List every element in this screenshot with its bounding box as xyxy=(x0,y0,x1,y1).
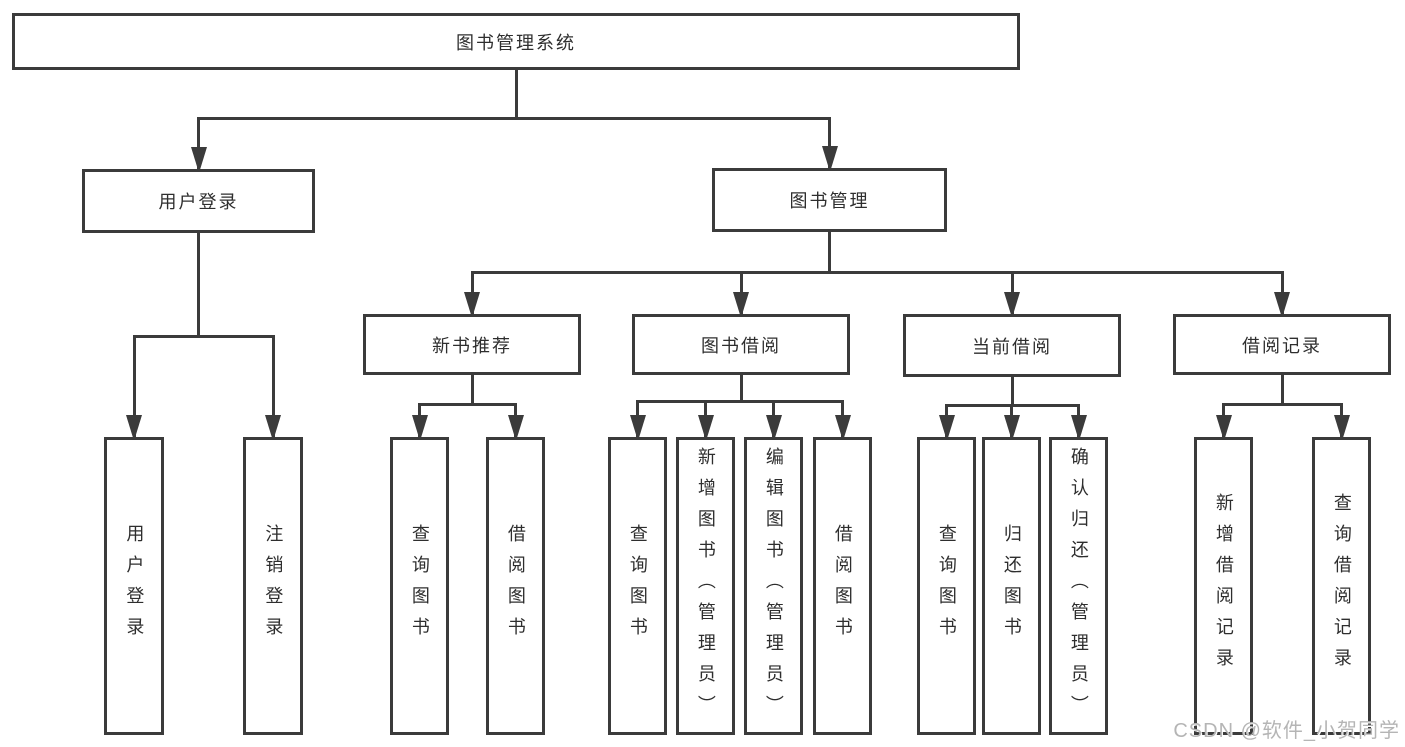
node-leaf-confirm-return: 确认归还（管理员） xyxy=(1049,437,1108,735)
node-leaf-query-book-3-label: 查询图书 xyxy=(936,524,957,648)
node-leaf-edit-book-label: 编辑图书（管理员） xyxy=(763,446,784,726)
node-leaf-query-book-1: 查询图书 xyxy=(390,437,449,735)
node-leaf-return-book-label: 归还图书 xyxy=(1001,524,1022,648)
node-root-label: 图书管理系统 xyxy=(456,32,576,53)
node-leaf-logout-label: 注销登录 xyxy=(263,524,284,648)
node-leaf-edit-book: 编辑图书（管理员） xyxy=(744,437,803,735)
node-user-login: 用户登录 xyxy=(82,169,315,233)
node-leaf-query-borrow-record: 查询借阅记录 xyxy=(1312,437,1371,735)
node-leaf-borrow-book-1-label: 借阅图书 xyxy=(505,524,526,648)
node-leaf-user-login: 用户登录 xyxy=(104,437,164,735)
node-leaf-add-book-label: 新增图书（管理员） xyxy=(695,446,716,726)
connector-line xyxy=(739,375,743,401)
arrow-down-icon xyxy=(765,415,782,441)
arrow-down-icon xyxy=(1003,415,1020,441)
arrow-down-icon xyxy=(1274,292,1290,318)
node-current-borrow-label: 当前借阅 xyxy=(972,336,1052,357)
node-book-borrow: 图书借阅 xyxy=(632,314,850,375)
arrow-down-icon xyxy=(464,292,480,318)
node-root: 图书管理系统 xyxy=(12,13,1020,70)
connector-line xyxy=(1010,377,1014,405)
arrow-down-icon xyxy=(938,415,955,441)
arrow-down-icon xyxy=(190,147,207,173)
node-borrow-records: 借阅记录 xyxy=(1173,314,1391,375)
connector-line xyxy=(470,270,1284,274)
connector-line xyxy=(828,118,831,168)
arrow-down-icon xyxy=(411,415,428,441)
node-book-mgmt-label: 图书管理 xyxy=(789,191,870,211)
connector-line xyxy=(470,375,474,404)
connector-line xyxy=(132,334,275,338)
node-borrow-records-label: 借阅记录 xyxy=(1242,335,1322,356)
node-book-mgmt: 图书管理 xyxy=(712,168,947,232)
node-leaf-query-borrow-record-label: 查询借阅记录 xyxy=(1331,493,1352,679)
connector-line xyxy=(197,233,200,336)
node-leaf-logout: 注销登录 xyxy=(243,437,303,735)
arrow-down-icon xyxy=(1004,292,1020,318)
arrow-down-icon xyxy=(1333,415,1350,441)
node-user-login-label: 用户登录 xyxy=(158,192,239,212)
arrow-down-icon xyxy=(265,415,281,441)
node-leaf-query-book-2-label: 查询图书 xyxy=(627,524,648,648)
node-leaf-confirm-return-label: 确认归还（管理员） xyxy=(1068,446,1089,726)
node-leaf-add-borrow-record: 新增借阅记录 xyxy=(1194,437,1253,735)
node-book-borrow-label: 图书借阅 xyxy=(701,335,781,356)
node-leaf-borrow-book-1: 借阅图书 xyxy=(486,437,545,735)
connector-line xyxy=(1222,402,1343,406)
node-leaf-return-book: 归还图书 xyxy=(982,437,1041,735)
connector-line xyxy=(636,399,844,403)
arrow-down-icon xyxy=(821,146,838,172)
connector-line xyxy=(271,336,275,437)
arrow-down-icon xyxy=(1070,415,1087,441)
node-current-borrow: 当前借阅 xyxy=(903,314,1121,377)
node-leaf-borrow-book-2: 借阅图书 xyxy=(813,437,872,735)
arrow-down-icon xyxy=(629,415,646,441)
node-leaf-borrow-book-2-label: 借阅图书 xyxy=(832,524,853,648)
node-leaf-add-borrow-record-label: 新增借阅记录 xyxy=(1213,493,1234,679)
arrow-down-icon xyxy=(507,415,524,441)
node-leaf-query-book-3: 查询图书 xyxy=(917,437,976,735)
connector-line xyxy=(132,336,136,437)
connector-line xyxy=(197,116,831,120)
node-leaf-query-book-2: 查询图书 xyxy=(608,437,667,735)
arrow-down-icon xyxy=(733,292,749,318)
csdn-watermark: CSDN @软件_小贺同学 xyxy=(1173,720,1400,742)
arrow-down-icon xyxy=(1215,415,1232,441)
connector-line xyxy=(197,118,200,169)
node-leaf-user-login-label: 用户登录 xyxy=(124,524,145,648)
node-leaf-query-book-1-label: 查询图书 xyxy=(409,524,430,648)
node-leaf-add-book: 新增图书（管理员） xyxy=(676,437,735,735)
connector-line xyxy=(418,402,517,406)
connector-line xyxy=(1280,375,1284,404)
node-new-book-rec-label: 新书推荐 xyxy=(432,335,512,356)
connector-line xyxy=(828,232,831,272)
connector-line xyxy=(514,70,518,118)
node-new-book-rec: 新书推荐 xyxy=(363,314,581,375)
arrow-down-icon xyxy=(126,415,142,441)
arrow-down-icon xyxy=(697,415,714,441)
arrow-down-icon xyxy=(834,415,851,441)
